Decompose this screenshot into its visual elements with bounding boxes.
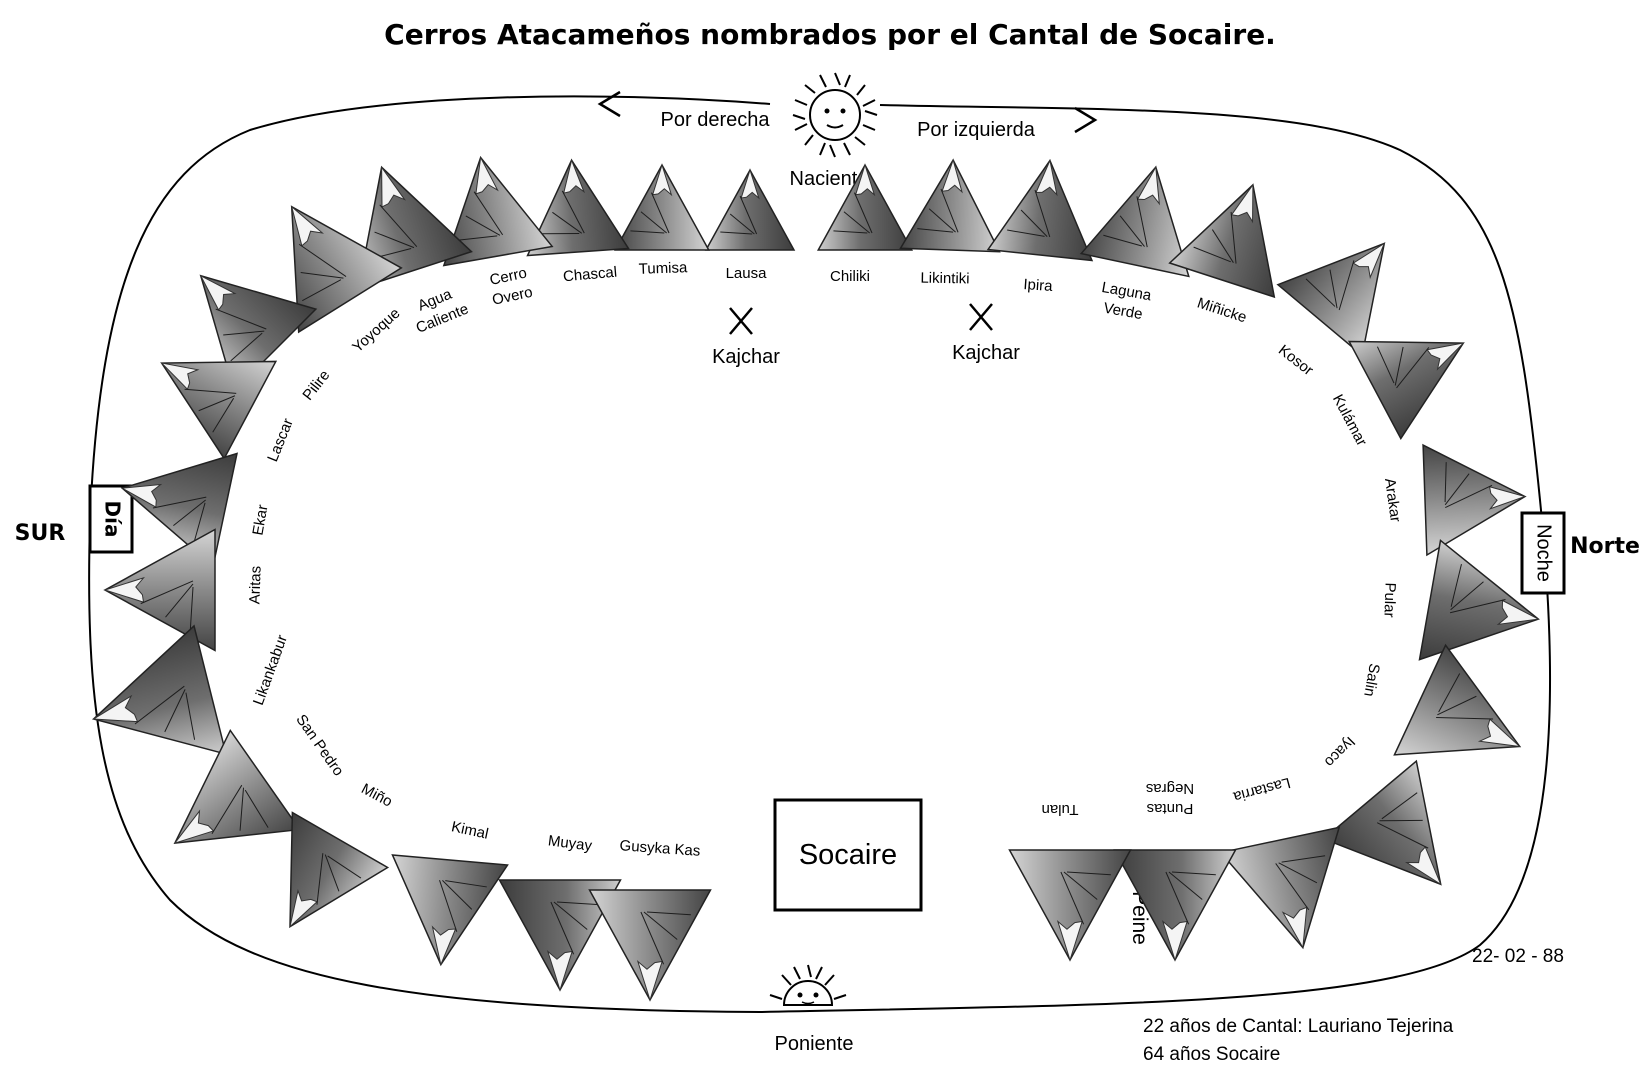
hill-label: Pular [1380, 582, 1398, 618]
hill-label: Likintiki [920, 270, 969, 288]
diagram-title: Cerros Atacameños nombrados por el Canta… [384, 18, 1276, 51]
hill-label: Kulámar [1329, 392, 1370, 449]
outer-boundary [88, 95, 1552, 1014]
socaire-label: Socaire [799, 839, 897, 871]
mountain-icon [160, 360, 278, 461]
night-label: Noche [1533, 524, 1555, 582]
mountains-group [91, 155, 1540, 1002]
north-label: Norte [1570, 534, 1640, 559]
mountain-icon [816, 163, 914, 251]
sun-setting-icon [769, 964, 847, 1006]
mountain-icon [442, 155, 554, 267]
credit-line-2: 64 años Socaire [1143, 1044, 1280, 1065]
mountain-icon [357, 165, 473, 290]
hill-label: Iyaco [1321, 733, 1358, 770]
mountain-icon [1008, 849, 1132, 962]
mountain-icon [899, 158, 1001, 253]
socaire-box [773, 798, 923, 912]
mountain-icon [1422, 443, 1527, 557]
sun-rising-icon [792, 72, 878, 158]
mountain-icon [613, 163, 711, 251]
hill-labels-group: Lausa Tumisa Chascal CerroOvero AguaCaliente… [246, 259, 1404, 860]
hill-label: Tulan [1042, 801, 1079, 818]
mountain-icon [103, 528, 216, 652]
kajchar-right-marker-icon [969, 303, 993, 331]
kajchar-left-marker-icon [729, 307, 753, 335]
mountain-icon [526, 158, 630, 257]
mountain-icon [588, 889, 712, 1002]
hill-label: Salin [1360, 662, 1383, 698]
hill-label: LagunaVerde [1097, 279, 1153, 324]
mountain-icon [986, 158, 1094, 262]
hill-label: Lausa [726, 265, 768, 282]
hill-label: Lastarria [1231, 774, 1292, 806]
hill-label: Miño [358, 780, 395, 810]
hill-label: Miñicke [1195, 295, 1249, 327]
mountain-icon [1219, 826, 1341, 950]
mountain-icon [498, 879, 622, 992]
hill-label: Lascar [264, 416, 297, 464]
hill-label: Chascal [562, 264, 617, 286]
mountain-icon [91, 624, 228, 756]
hill-label: Aritas [246, 566, 264, 605]
mountain-icon [173, 728, 302, 845]
mountain-icon [391, 854, 509, 967]
kajchar-right-label: Kajchar [952, 342, 1020, 364]
hill-label: CerroOvero [486, 264, 534, 309]
arrow-right-icon [1074, 106, 1098, 134]
mountain-icon [1113, 849, 1237, 962]
hill-label: Tumisa [638, 259, 688, 278]
sunset-label: Poniente [775, 1033, 854, 1055]
hill-label: Likankabur [250, 633, 291, 708]
mountain-icon [290, 205, 403, 334]
hill-label: Gusyka Kas [619, 837, 701, 860]
mountain-icon [1347, 340, 1465, 441]
right-direction-label: Por izquierda [917, 119, 1036, 141]
hill-label: AguaCaliente [406, 282, 471, 337]
mountain-icon [289, 811, 390, 929]
day-box [88, 484, 134, 554]
mountain-icon [1276, 242, 1386, 357]
day-label: Día [101, 501, 125, 538]
south-label: SUR [15, 521, 66, 546]
hill-label: Arakar [1381, 477, 1404, 523]
hill-label: San Pedro [292, 711, 347, 779]
hill-label: Yoyoque [349, 305, 403, 356]
hill-label: Kosor [1275, 342, 1316, 380]
left-direction-label: Por derecha [661, 109, 771, 131]
hill-label: PuntasNegras [1146, 780, 1194, 817]
arrow-left-icon [597, 90, 621, 118]
hill-label: Ekar [249, 503, 271, 536]
hill-label: Ipira [1023, 276, 1054, 295]
mountain-icon [1418, 539, 1540, 661]
mountain-icon [1322, 759, 1442, 886]
date-label: 22- 02 - 88 [1472, 946, 1564, 967]
hill-label: Muyay [547, 832, 593, 854]
mountain-icon [1168, 183, 1276, 299]
sunrise-label: Naciente [790, 168, 869, 190]
hill-label: Chiliki [830, 268, 870, 285]
night-box [1520, 511, 1566, 595]
mountain-icon [1393, 643, 1522, 756]
hill-label: Pilire [299, 367, 333, 404]
mountain-icon [704, 168, 796, 251]
credit-line-1: 22 años de Cantal: Lauriano Tejerina [1143, 1016, 1454, 1037]
hill-label: Kimal [450, 818, 490, 842]
kajchar-left-label: Kajchar [712, 346, 780, 368]
mountain-icon [1079, 165, 1190, 278]
